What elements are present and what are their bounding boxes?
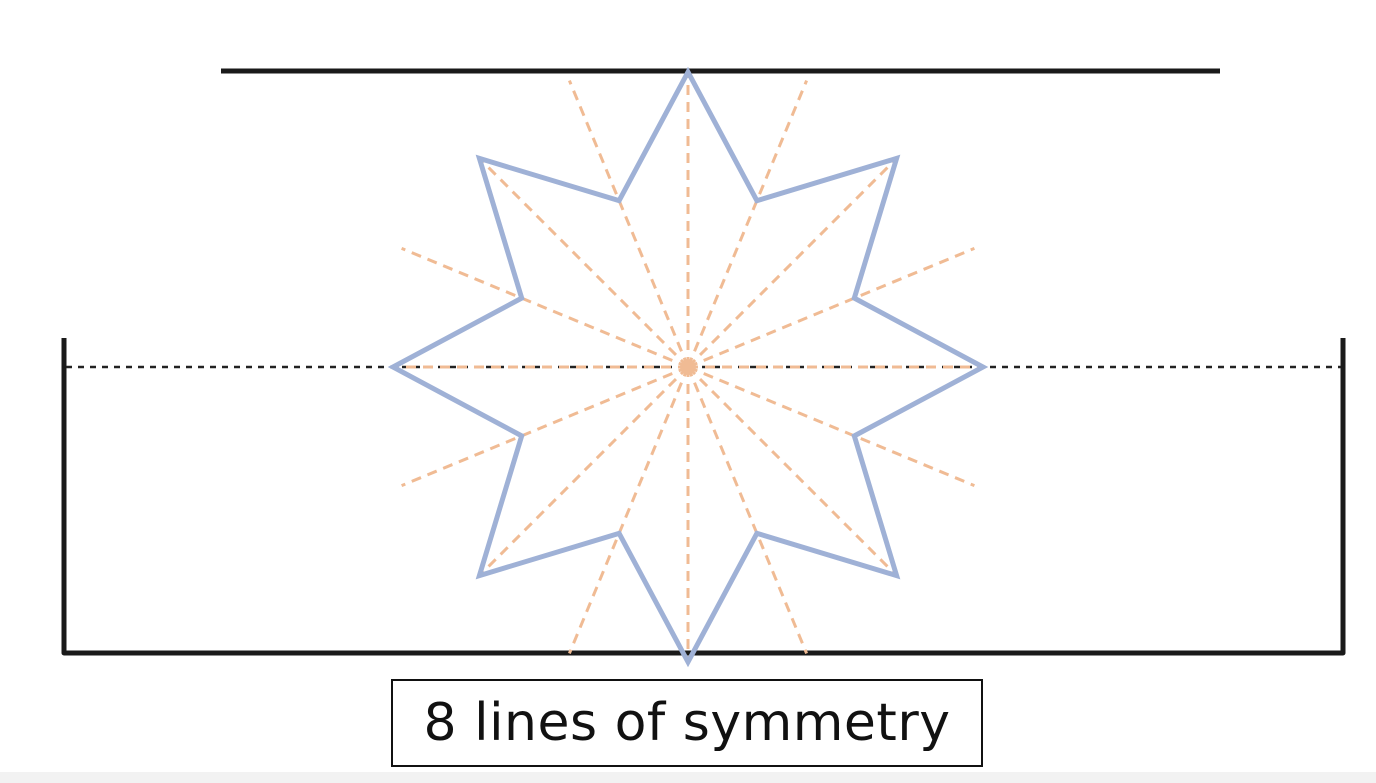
bottom-strip <box>0 772 1376 783</box>
symmetry-line <box>686 157 898 369</box>
symmetry-line <box>401 365 689 487</box>
symmetry-line <box>478 157 690 369</box>
symmetry-line <box>568 366 690 654</box>
symmetry-line <box>687 247 975 369</box>
symmetry-lines <box>393 72 983 662</box>
symmetry-line <box>686 366 808 654</box>
center-point <box>683 362 693 372</box>
caption-text: 8 lines of symmetry <box>423 693 951 753</box>
symmetry-line <box>568 80 690 368</box>
lower-frame <box>61 338 1346 656</box>
symmetry-line <box>686 80 808 368</box>
symmetry-line <box>686 365 898 577</box>
symmetry-line <box>687 365 975 487</box>
symmetry-line <box>478 365 690 577</box>
eight-point-star <box>387 66 989 668</box>
caption-box: 8 lines of symmetry <box>391 679 983 767</box>
symmetry-line <box>401 247 689 369</box>
